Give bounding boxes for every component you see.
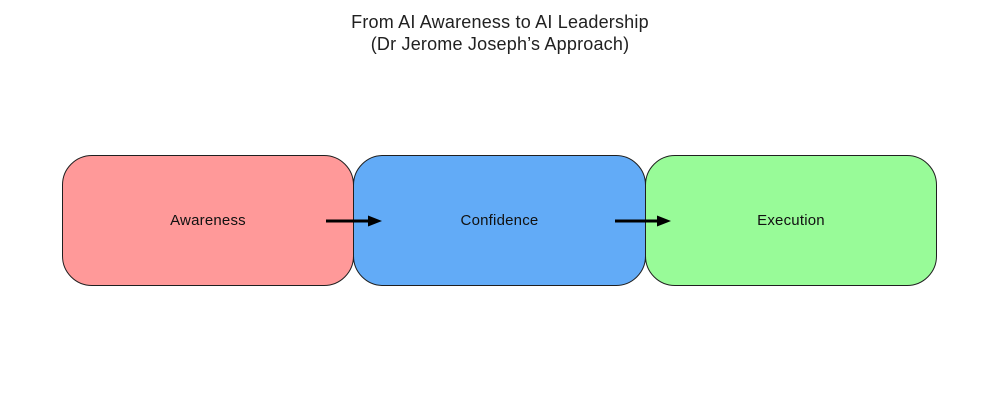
diagram-title-line-2: (Dr Jerome Joseph’s Approach)	[370, 34, 630, 54]
diagram-title-line-1: From AI Awareness to AI Leadership	[351, 12, 649, 32]
diagram-title: From AI Awareness to AI Leadership (Dr J…	[0, 11, 1000, 55]
stage-label-execution: Execution	[757, 212, 825, 229]
stage-box-execution: Execution	[645, 155, 937, 286]
stage-label-awareness: Awareness	[170, 212, 246, 229]
stage-box-confidence: Confidence	[353, 155, 646, 286]
flow-arrow-awareness-to-confidence-icon	[326, 213, 382, 229]
stage-label-confidence: Confidence	[460, 212, 539, 229]
stage-box-awareness: Awareness	[62, 155, 354, 286]
flow-arrow-confidence-to-execution-icon	[615, 213, 671, 229]
